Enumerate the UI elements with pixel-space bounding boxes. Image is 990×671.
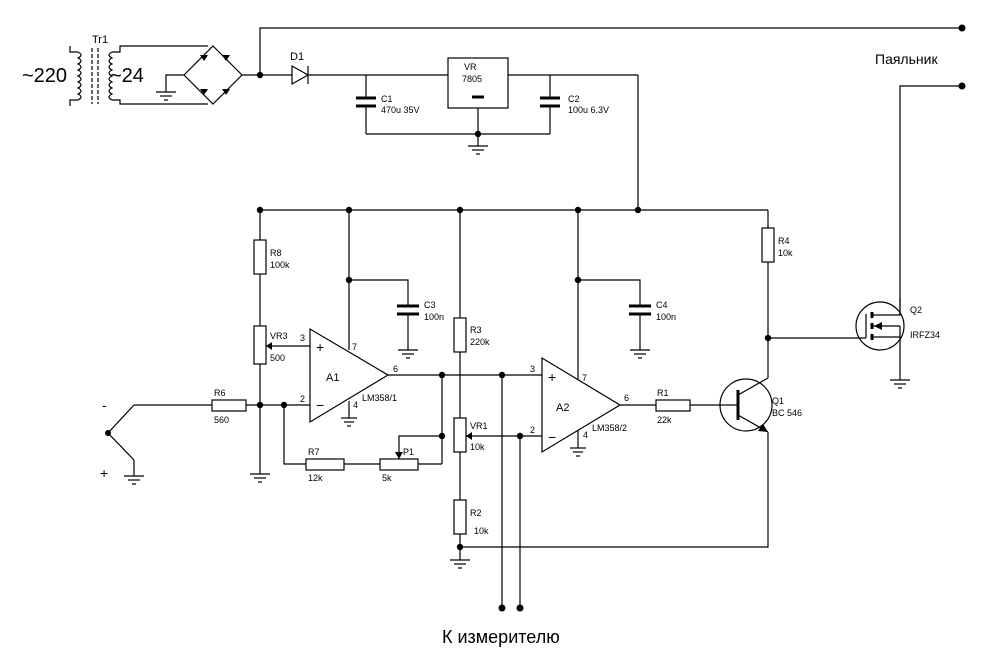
a2-pin2: 2 bbox=[530, 425, 535, 435]
a2-part-label: LM358/2 bbox=[592, 423, 627, 433]
capacitor-c4: C4 100n bbox=[578, 279, 676, 359]
capacitor-c3: C3 100n bbox=[349, 279, 444, 359]
resistor-r8: R8 100k bbox=[253, 210, 290, 326]
regulator-vr: VR 7805 bbox=[447, 57, 509, 109]
soldering-iron-label: Паяльник bbox=[875, 51, 938, 67]
transistor-q1: Q1 BC 546 bbox=[719, 377, 802, 433]
a1-minus-symbol: − bbox=[316, 397, 324, 413]
a2-pin7: 7 bbox=[582, 373, 587, 383]
a1-part-label: LM358/1 bbox=[362, 393, 397, 403]
c3-label: C3 bbox=[424, 300, 436, 310]
resistor-r6: R6 560 bbox=[211, 388, 310, 425]
r7-value: 12k bbox=[308, 473, 323, 483]
potentiometer-vr1: VR1 10k bbox=[453, 417, 542, 500]
potentiometer-vr3: VR3 500 bbox=[253, 325, 310, 474]
a1-label: A1 bbox=[326, 372, 339, 384]
a2-pin3: 3 bbox=[530, 364, 535, 374]
capacitor-c2: C2 100u 6.3V bbox=[540, 75, 609, 134]
q2-part-label: IRFZ34 bbox=[910, 330, 940, 340]
a2-pin6: 6 bbox=[624, 393, 629, 403]
potentiometer-p1: P1 5k bbox=[379, 435, 442, 483]
vr3-value: 500 bbox=[270, 353, 285, 363]
r7-label: R7 bbox=[308, 447, 320, 457]
a2-minus-symbol: − bbox=[548, 429, 556, 445]
resistor-r4: R4 10k bbox=[761, 210, 793, 378]
r6-label: R6 bbox=[214, 388, 226, 398]
r2-value: 10k bbox=[474, 526, 489, 536]
r6-value: 560 bbox=[214, 415, 229, 425]
r3-value: 220k bbox=[470, 337, 490, 347]
r8-label: R8 bbox=[270, 248, 282, 258]
r1-value: 22k bbox=[657, 415, 672, 425]
c4-value: 100n bbox=[656, 312, 676, 322]
q2-label: Q2 bbox=[910, 305, 922, 315]
r2-label: R2 bbox=[470, 508, 482, 518]
r3-label: R3 bbox=[470, 325, 482, 335]
p1-value: 5k bbox=[382, 473, 392, 483]
resistor-r2: R2 10k bbox=[453, 499, 489, 560]
secondary-voltage-label: ~24 bbox=[110, 65, 144, 87]
vr1-label: VR1 bbox=[470, 421, 488, 431]
tr1-label: Tr1 bbox=[92, 34, 108, 46]
c1-label: C1 bbox=[381, 94, 393, 104]
r4-value: 10k bbox=[778, 248, 793, 258]
opamp-a2: + − A2 LM358/2 3 2 6 7 4 bbox=[530, 356, 629, 454]
q1-label: Q1 bbox=[772, 396, 784, 406]
q1-part-label: BC 546 bbox=[772, 408, 802, 418]
bridge-rectifier bbox=[156, 45, 243, 105]
c4-label: C4 bbox=[656, 300, 668, 310]
vr1-value: 10k bbox=[470, 442, 485, 452]
thermocouple: - + bbox=[100, 397, 212, 485]
diode-d1: D1 bbox=[290, 51, 310, 86]
c3-value: 100n bbox=[424, 312, 444, 322]
a1-pin6: 6 bbox=[393, 364, 398, 374]
mosfet-q2: Q2 IRFZ34 bbox=[768, 298, 940, 389]
c1-value: 470u 35V bbox=[381, 105, 420, 115]
c2-value: 100u 6.3V bbox=[568, 105, 609, 115]
mains-voltage-label: ~220 bbox=[22, 65, 67, 87]
a1-pin2: 2 bbox=[300, 394, 305, 404]
transformer-tr1: Tr1 bbox=[69, 34, 208, 106]
d1-label: D1 bbox=[290, 51, 304, 63]
vr-value: 7805 bbox=[462, 74, 482, 84]
a2-label: A2 bbox=[556, 402, 569, 414]
opamp-a1: + − A1 LM358/1 3 2 6 7 4 bbox=[300, 327, 398, 424]
resistor-r1: R1 22k bbox=[620, 388, 722, 425]
vr-label: VR bbox=[464, 62, 477, 72]
r1-label: R1 bbox=[657, 388, 669, 398]
resistor-r7: R7 12k bbox=[305, 447, 380, 483]
a2-pin4: 4 bbox=[583, 430, 588, 440]
thermocouple-plus-label: + bbox=[100, 465, 108, 481]
a1-pin4: 4 bbox=[353, 400, 358, 410]
vr3-label: VR3 bbox=[270, 331, 288, 341]
a2-plus-symbol: + bbox=[548, 369, 556, 385]
c2-label: C2 bbox=[568, 94, 580, 104]
a1-pin7: 7 bbox=[352, 342, 357, 352]
a1-pin3: 3 bbox=[300, 333, 305, 343]
to-meter-label: К измерителю bbox=[442, 627, 560, 647]
resistor-r3: R3 220k bbox=[453, 210, 490, 418]
p1-label: P1 bbox=[403, 447, 414, 457]
a1-plus-symbol: + bbox=[316, 339, 324, 355]
capacitor-c1: C1 470u 35V bbox=[356, 75, 420, 134]
r4-label: R4 bbox=[778, 236, 790, 246]
thermocouple-minus-label: - bbox=[102, 397, 107, 413]
r8-value: 100k bbox=[270, 260, 290, 270]
